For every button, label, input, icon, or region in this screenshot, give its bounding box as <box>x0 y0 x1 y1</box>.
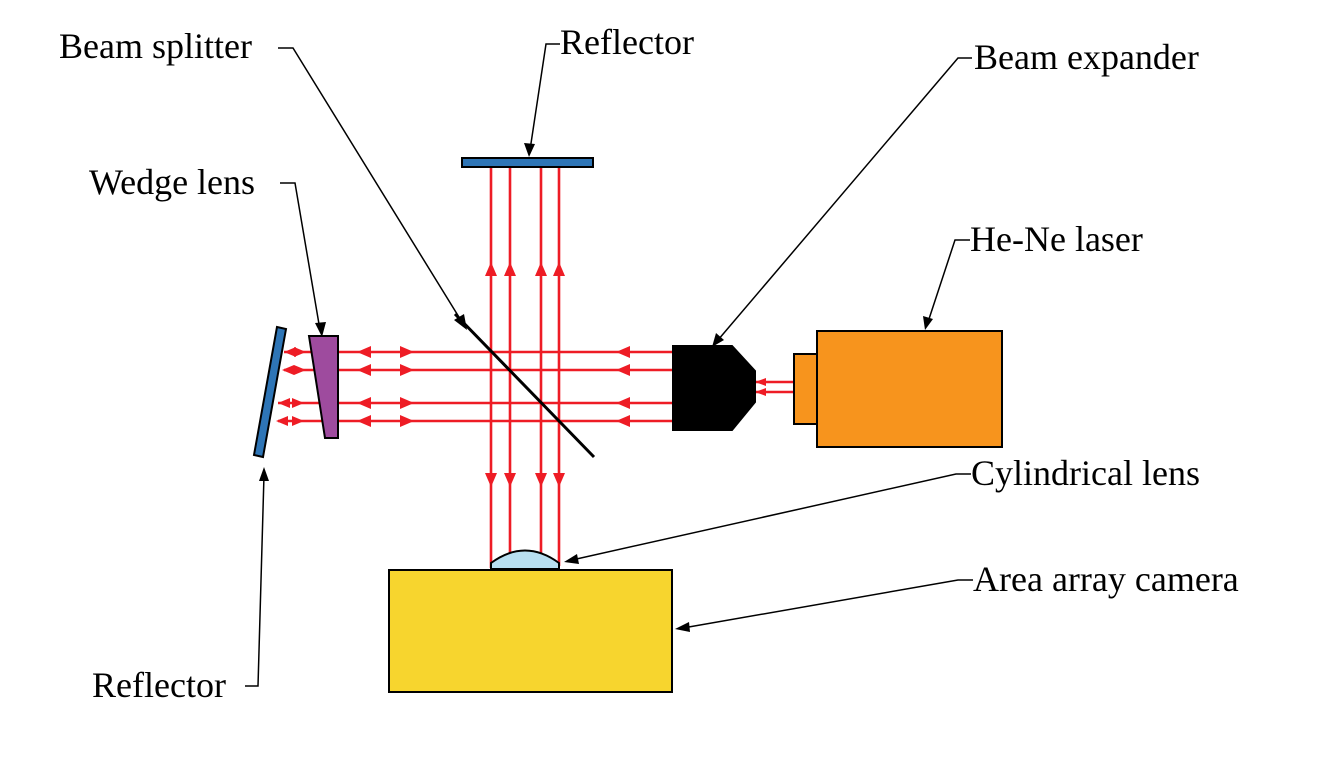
leader-lines <box>245 43 973 687</box>
top-reflector <box>461 157 594 168</box>
arrow-left <box>357 397 371 409</box>
arrow-down <box>535 473 547 487</box>
laser-aperture <box>793 353 818 425</box>
leader-arrowhead <box>675 622 690 632</box>
leader-arrowheads <box>259 143 933 632</box>
leader-arrowhead <box>564 554 579 564</box>
arrow-left <box>616 346 630 358</box>
arrow-right <box>400 415 414 427</box>
arrow-left <box>278 398 290 408</box>
leader-wedge-lens <box>280 182 321 331</box>
cylindrical-lens <box>490 549 560 570</box>
laser-body <box>816 330 1003 448</box>
arrow-up <box>504 262 516 276</box>
arrow-down <box>485 473 497 487</box>
leader-arrowhead <box>712 333 724 347</box>
label-reflector-bottom: Reflector <box>92 665 226 705</box>
label-beam-splitter: Beam splitter <box>59 26 252 66</box>
label-wedge-lens: Wedge lens <box>89 162 255 202</box>
arrow-left <box>357 346 371 358</box>
arrow-left <box>276 416 288 426</box>
leader-he-ne-laser <box>927 239 970 323</box>
leader-cylindrical-lens <box>571 473 971 561</box>
label-area-array-camera: Area array camera <box>973 559 1239 599</box>
arrow-right <box>400 346 414 358</box>
leader-arrowhead <box>524 143 535 157</box>
labels: Beam splitter Reflector Beam expander We… <box>59 22 1239 705</box>
arrow-left <box>616 364 630 376</box>
camera-body <box>388 569 673 693</box>
arrow-right <box>292 416 304 426</box>
label-cylindrical-lens: Cylindrical lens <box>971 453 1200 493</box>
horizontal-arrowheads <box>276 346 766 427</box>
arrow-left <box>616 397 630 409</box>
arrow-up <box>535 262 547 276</box>
wedge-lens <box>307 335 339 439</box>
arrow-up <box>485 262 497 276</box>
beam-expander-icon <box>672 345 756 431</box>
arrow-right <box>400 397 414 409</box>
leader-beam-splitter <box>278 47 463 323</box>
leader-arrowhead <box>454 314 467 330</box>
label-reflector-top: Reflector <box>560 22 694 62</box>
arrow-down <box>553 473 565 487</box>
leader-arrowhead <box>923 316 933 330</box>
arrow-left <box>616 415 630 427</box>
arrow-left <box>755 378 766 386</box>
leader-reflector-bottom <box>245 474 265 687</box>
leader-area-array-camera <box>682 579 973 629</box>
arrow-right <box>292 398 304 408</box>
leader-reflector-top <box>529 43 560 151</box>
label-he-ne-laser: He-Ne laser <box>970 219 1143 259</box>
laser-icon <box>793 330 1003 448</box>
arrow-left <box>357 415 371 427</box>
arrow-right <box>294 365 306 375</box>
arrow-left <box>282 365 294 375</box>
left-reflector <box>252 325 288 459</box>
camera-icon <box>388 549 673 693</box>
vertical-beams <box>489 167 561 568</box>
arrow-left <box>755 388 766 396</box>
label-beam-expander: Beam expander <box>974 37 1199 77</box>
beam-splitter <box>453 312 596 459</box>
leader-arrowhead <box>259 467 269 481</box>
arrow-right <box>400 364 414 376</box>
arrow-down <box>504 473 516 487</box>
arrow-right <box>294 347 306 357</box>
leader-beam-expander <box>717 57 972 341</box>
leader-arrowhead <box>315 322 326 337</box>
vertical-arrowheads <box>485 262 565 487</box>
arrow-up <box>553 262 565 276</box>
arrow-left <box>357 364 371 376</box>
arrow-left <box>284 347 296 357</box>
